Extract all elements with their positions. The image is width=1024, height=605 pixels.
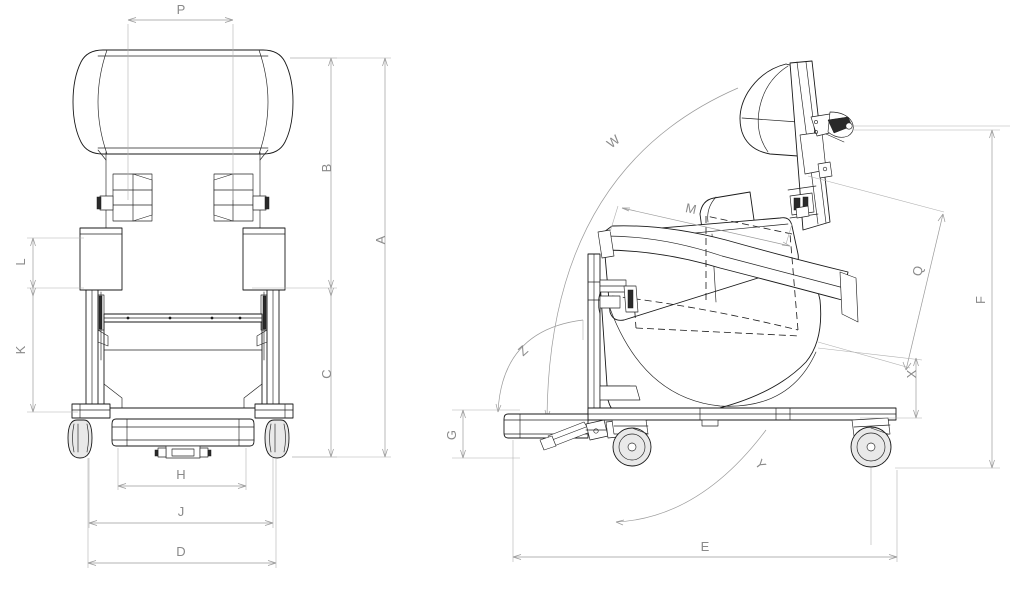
- armrest-bracket-right: [213, 173, 270, 222]
- dimension-label-E: E: [701, 539, 710, 554]
- dimension-label-B: B: [319, 164, 334, 173]
- armrest-bracket-left: [96, 173, 153, 222]
- push-handle-lever: [810, 111, 1010, 143]
- side-elevation-view: W Z Y: [444, 60, 1010, 562]
- dimension-label-H: H: [176, 467, 185, 482]
- front-elevation-view: P B C A: [13, 2, 391, 568]
- dimension-M: M: [609, 200, 793, 247]
- dimension-label-G: G: [444, 430, 459, 440]
- dimension-label-X: X: [904, 369, 919, 378]
- dimension-H: H: [117, 448, 247, 490]
- caster-mount-right: [254, 403, 294, 419]
- dimension-C: C: [292, 287, 337, 458]
- dimension-label-C: C: [319, 369, 334, 378]
- dimension-J: J: [88, 458, 274, 528]
- seat-crossbar: [103, 313, 263, 323]
- dimension-E: E: [512, 440, 898, 562]
- dimension-label-K: K: [13, 345, 28, 354]
- caster-mount-left: [71, 403, 111, 419]
- dimension-label-J: J: [178, 504, 185, 519]
- headrest-posts: [97, 149, 269, 233]
- recline-hinge-hardware: [787, 185, 819, 219]
- dimension-K: K: [13, 287, 78, 413]
- caster-rear-side: [611, 419, 652, 467]
- dimension-label-Y: Y: [752, 456, 769, 472]
- dimension-X: X: [817, 347, 923, 419]
- headrest-front: [72, 49, 294, 155]
- caster-front-side: [850, 417, 892, 545]
- armrest-bar-side: [597, 225, 859, 323]
- center-pedal-mechanism: [154, 445, 212, 459]
- frame-bracket-tab: [817, 161, 833, 179]
- dimension-D: D: [87, 458, 277, 568]
- dimension-L: L: [13, 237, 84, 289]
- dimension-label-F: F: [973, 296, 988, 304]
- dimension-P: P: [127, 2, 234, 200]
- lift-column-side: [587, 253, 601, 415]
- dimension-label-D: D: [176, 544, 185, 559]
- dimension-A: A: [290, 57, 391, 458]
- caster-left-front: [67, 419, 93, 459]
- seat-body-front: [103, 321, 263, 409]
- caster-right-front: [264, 419, 290, 459]
- dimension-label-P: P: [177, 2, 186, 17]
- dimension-label-W: W: [604, 131, 623, 151]
- dimension-label-M: M: [684, 200, 698, 217]
- dimension-F: F: [852, 129, 1000, 469]
- dimension-Q: Q: [807, 175, 946, 371]
- swing-arc-Z: Z: [495, 319, 584, 413]
- support-struts: [85, 383, 280, 409]
- lift-linkage-side: [599, 279, 641, 401]
- dimension-G: G: [444, 409, 520, 459]
- seat-side-panels: [79, 227, 286, 291]
- dimension-label-A: A: [373, 235, 388, 244]
- dimension-label-Q: Q: [909, 264, 926, 277]
- headrest-side: [739, 63, 809, 157]
- dimension-label-L: L: [13, 258, 28, 265]
- base-rail-front: [111, 418, 255, 447]
- base-frame-side: [587, 407, 897, 427]
- dimension-label-Z: Z: [515, 342, 531, 359]
